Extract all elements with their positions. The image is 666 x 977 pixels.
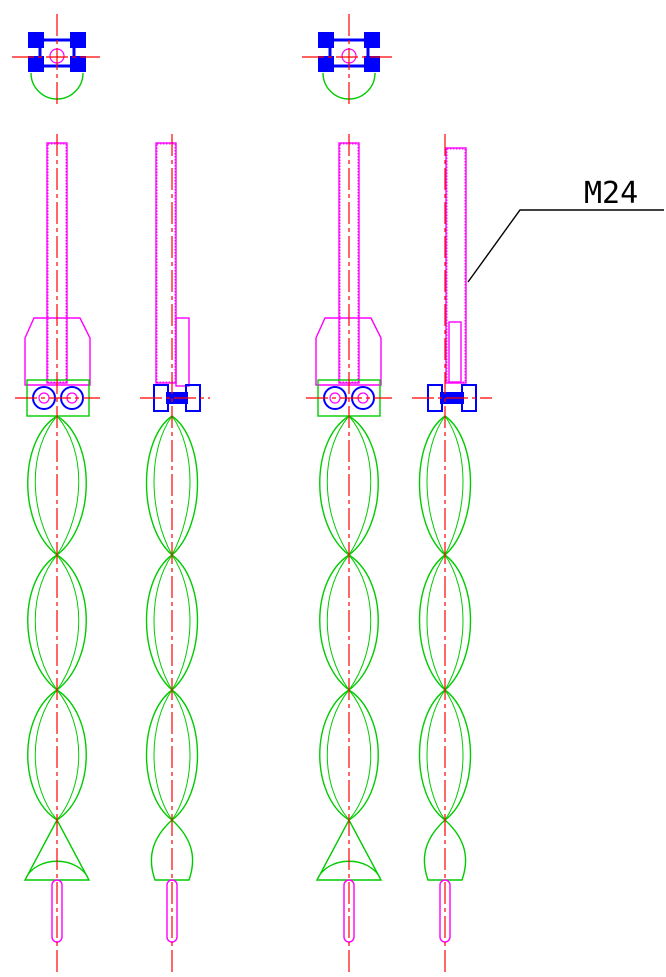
- auger-flight: [34, 415, 80, 821]
- threaded-rod: [155, 142, 177, 384]
- auger-side-view-2: [140, 134, 210, 975]
- thread-hatch: [446, 148, 466, 383]
- thread-callout: M24: [467, 176, 664, 283]
- end-view-bolt: [318, 56, 334, 72]
- thread-size-label: M24: [584, 176, 638, 211]
- auger-flight: [27, 415, 87, 821]
- end-view-bolt: [28, 56, 44, 72]
- end-view-bolt: [70, 56, 86, 72]
- clamp-body: [24, 317, 91, 386]
- end-view-right: [302, 14, 392, 106]
- auger-flight: [326, 415, 372, 821]
- clamp-body: [315, 317, 382, 386]
- end-view-bolt: [364, 56, 380, 72]
- auger-flight: [153, 415, 191, 821]
- auger-front-view-1: [15, 134, 100, 975]
- thread-hatch: [156, 143, 176, 383]
- auger-flight: [145, 415, 199, 821]
- auger-flight: [418, 415, 472, 821]
- end-view-left: [12, 14, 100, 106]
- slot: [448, 321, 462, 383]
- auger-front-view-3: [306, 134, 392, 975]
- threaded-rod: [445, 147, 467, 384]
- auger-flight: [319, 415, 379, 821]
- auger-flight: [426, 415, 464, 821]
- leader-line: [467, 209, 664, 283]
- auger-side-view-4: [412, 134, 492, 975]
- clamp-tab: [175, 317, 190, 387]
